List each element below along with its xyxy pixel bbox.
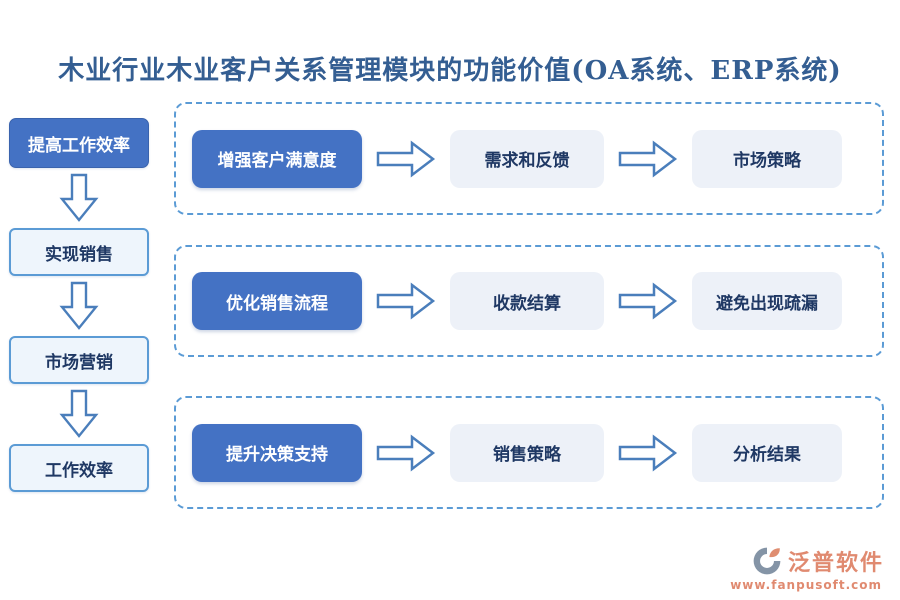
source-box: 提升决策支持 <box>192 423 362 482</box>
right-arrow-icon <box>618 433 678 472</box>
fanpu-logo-icon <box>753 547 781 575</box>
flow-node-marketing: 市场营销 <box>9 336 149 384</box>
step-box: 需求和反馈 <box>450 129 604 188</box>
right-arrow-icon <box>376 282 436 320</box>
right-arrow-icon <box>618 139 678 178</box>
right-arrow-icon <box>376 433 436 472</box>
flow-node-improve-efficiency: 提高工作效率 <box>9 118 149 168</box>
step-box: 收款结算 <box>450 272 604 330</box>
brand-name: 泛普软件 <box>787 550 884 576</box>
step-box: 避免出现疏漏 <box>692 272 842 330</box>
flow-node-achieve-sales: 实现销售 <box>9 228 149 276</box>
row-decision-support: 提升决策支持 销售策略 分析结果 <box>174 396 884 509</box>
step-box: 销售策略 <box>450 423 604 482</box>
brand-url: www.fanpusoft.com <box>730 578 882 592</box>
flow-node-work-efficiency: 工作效率 <box>9 444 149 492</box>
row-customer-satisfaction: 增强客户满意度 需求和反馈 市场策略 <box>174 102 884 215</box>
brand-line: 泛普软件 <box>751 545 884 577</box>
watermark: 泛普软件 www.fanpusoft.com <box>730 545 884 592</box>
step-box: 分析结果 <box>692 423 842 482</box>
left-flow: 提高工作效率 实现销售 市场营销 工作效率 <box>8 118 150 492</box>
right-arrow-icon <box>618 282 678 320</box>
source-box: 增强客户满意度 <box>192 129 362 188</box>
row-sales-process: 优化销售流程 收款结算 避免出现疏漏 <box>174 245 884 357</box>
page-title: 木业行业木业客户关系管理模块的功能价值(OA系统、ERP系统) <box>58 56 842 86</box>
down-arrow-icon <box>59 389 99 438</box>
down-arrow-icon <box>59 281 99 330</box>
right-arrow-icon <box>376 139 436 178</box>
down-arrow-icon <box>59 173 99 222</box>
source-box: 优化销售流程 <box>192 272 362 330</box>
step-box: 市场策略 <box>692 129 842 188</box>
